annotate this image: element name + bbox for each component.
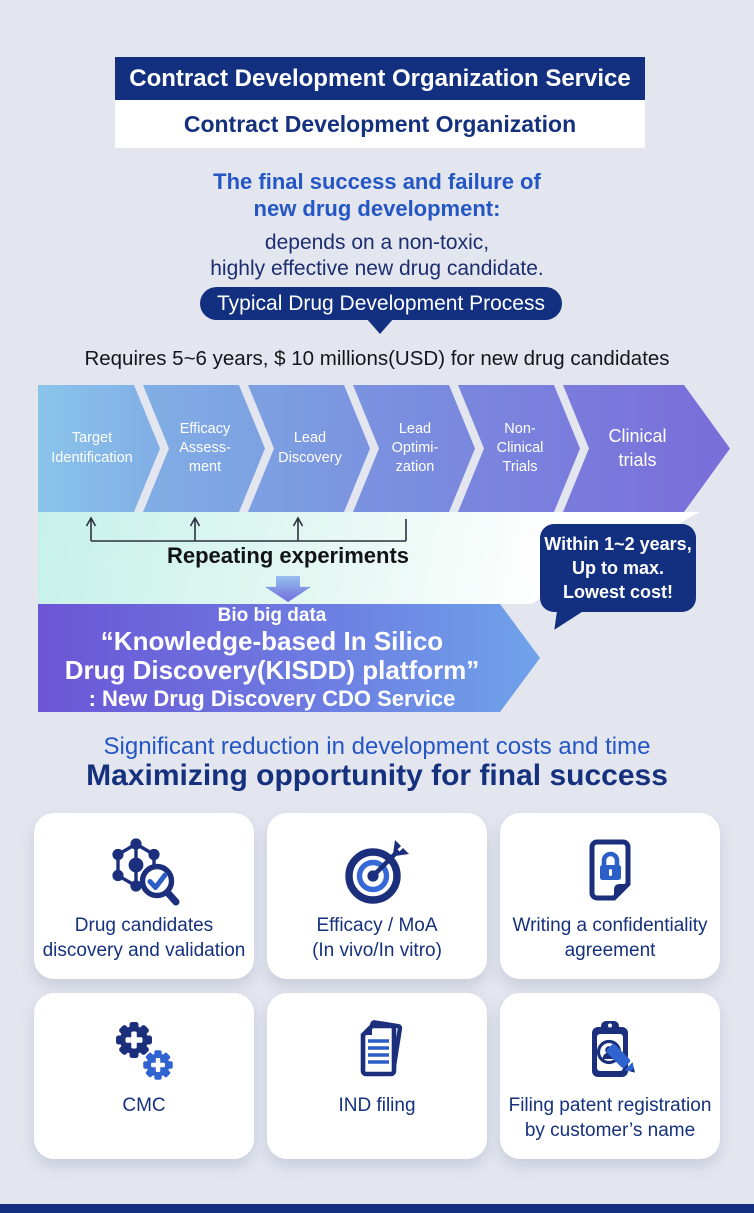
process-caption: Requires 5~6 years, $ 10 millions(USD) f… (84, 347, 670, 370)
process-step-lead-discovery: Lead Discovery (248, 385, 370, 512)
banner-line-3: Drug Discovery(KISDD) platform” (64, 654, 480, 685)
process-badge: Typical Drug Development Process (200, 287, 562, 320)
repeat-label: Repeating experiments (166, 543, 410, 568)
banner-line-1: Bio big data (217, 604, 327, 626)
intro-sub-text: depends on a non-toxic, highly effective… (210, 231, 544, 280)
card-confidentiality: Writing a confidentiality agreement (500, 813, 720, 979)
target-dart-icon (337, 829, 417, 913)
banner-line-2: “Knowledge-based In Silico (100, 625, 444, 656)
card-label: IND filing (338, 1095, 416, 1116)
process-step-clinical-trials: Clinical trials (563, 385, 730, 512)
card-label: Writing a confidentiality agreement (512, 915, 708, 961)
process-step-target-identification: Target Identification (38, 385, 160, 512)
document-lock-icon (570, 829, 650, 913)
bottom-bar (0, 1204, 754, 1213)
intro-lead-text: The final success and failure of new dru… (213, 169, 541, 221)
benefits-line-2: Maximizing opportunity for final success (86, 759, 668, 792)
repeat-bracket-arrows-icon (85, 516, 407, 542)
card-label: CMC (122, 1095, 166, 1116)
process-step-efficacy-assessment: Efficacy Assess- ment (143, 385, 265, 512)
benefit-bubble: Within 1~2 years, Up to max. Lowest cost… (540, 524, 696, 612)
card-cmc: CMC (34, 993, 254, 1159)
documents-icon (337, 1009, 417, 1093)
page-title: Contract Development Organization Servic… (115, 57, 645, 100)
card-label: Efficacy / MoA (In vivo/In vitro) (312, 915, 442, 961)
process-badge-tail (366, 318, 394, 334)
process-flow-diagram: Target Identification Efficacy Assess- m… (38, 385, 738, 512)
process-step-non-clinical-trials: Non- Clinical Trials (458, 385, 580, 512)
down-arrow-icon (265, 576, 311, 602)
page-subtitle: Contract Development Organization (115, 100, 645, 148)
molecule-search-icon (102, 829, 186, 913)
card-ind-filing: IND filing (267, 993, 487, 1159)
card-efficacy-moa: Efficacy / MoA (In vivo/In vitro) (267, 813, 487, 979)
card-patent-registration: Filing patent registration by customer’s… (500, 993, 720, 1159)
banner-line-4: : New Drug Discovery CDO Service (88, 685, 456, 711)
card-drug-candidates: Drug candidates discovery and validation (34, 813, 254, 979)
benefits-line-1: Significant reduction in development cos… (103, 733, 651, 760)
card-label: Drug candidates discovery and validation (42, 915, 246, 961)
process-step-lead-optimization: Lead Optimi- zation (353, 385, 475, 512)
kisdd-banner: Bio big data “Knowledge-based In Silico … (38, 604, 540, 712)
card-label: Filing patent registration by customer’s… (508, 1095, 712, 1141)
clipboard-pencil-icon (570, 1009, 650, 1093)
gears-icon (102, 1009, 186, 1093)
